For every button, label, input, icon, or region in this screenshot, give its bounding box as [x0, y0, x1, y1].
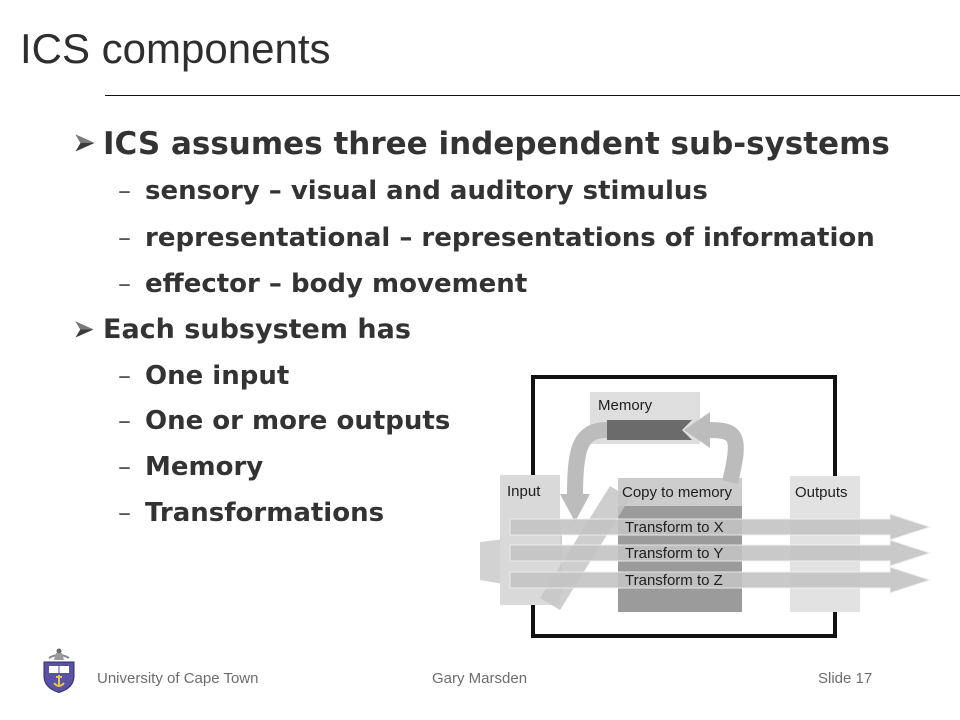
transform-z-arrow	[509, 566, 932, 594]
sub-bullet-marker: –	[118, 452, 131, 482]
memory-label: Memory	[598, 397, 653, 414]
arrowhead-bullet-icon	[75, 134, 95, 152]
copy-to-memory-row	[618, 478, 742, 506]
sub-bullet-marker: –	[118, 269, 131, 299]
ics-subsystem-diagram: Input Memory Copy to memory Transform to…	[480, 375, 932, 638]
transform-y-label: Transform to Y	[625, 545, 723, 562]
footer-institution: University of Cape Town	[97, 670, 259, 687]
university-crest-icon	[43, 648, 75, 693]
sub-bullet-text: Memory	[145, 452, 264, 482]
sub-bullet-marker: –	[118, 406, 131, 436]
memory-read-arrow	[567, 422, 608, 497]
memory-read-arrowhead	[560, 494, 590, 522]
sub-bullet-marker: –	[118, 223, 131, 253]
transform-x-arrow	[509, 513, 932, 541]
bullet-text: Each subsystem has	[103, 314, 411, 345]
outputs-box	[790, 476, 860, 612]
transform-x-label: Transform to X	[625, 519, 724, 536]
arrowhead-bullet-icon	[75, 321, 94, 338]
sub-bullet-text: One input	[145, 361, 290, 391]
footer-author: Gary Marsden	[432, 670, 528, 687]
sub-bullet-marker: –	[118, 498, 131, 528]
sub-bullet-marker: –	[118, 361, 131, 391]
transform-z-label: Transform to Z	[625, 572, 723, 589]
memory-write-arrow	[707, 422, 744, 484]
transform-y-arrow	[509, 539, 932, 567]
slide-title: ICS components	[20, 25, 331, 72]
bullet-text: ICS assumes three independent sub-system…	[103, 126, 890, 162]
memory-store-shape	[607, 420, 692, 440]
sub-bullet-text: effector – body movement	[145, 269, 528, 299]
sub-bullet-text: sensory – visual and auditory stimulus	[145, 176, 708, 206]
slide-number: Slide 17	[818, 670, 873, 687]
outputs-label: Outputs	[795, 484, 848, 501]
memory-write-arrowhead	[684, 412, 710, 448]
sub-bullet-marker: –	[118, 176, 131, 206]
copy-to-memory-label: Copy to memory	[622, 484, 733, 501]
title-divider	[105, 95, 960, 96]
sub-bullet-text: representational – representations of in…	[145, 223, 875, 253]
input-label: Input	[507, 483, 541, 500]
sub-bullet-text: One or more outputs	[145, 406, 451, 436]
sub-bullet-text: Transformations	[145, 498, 385, 528]
